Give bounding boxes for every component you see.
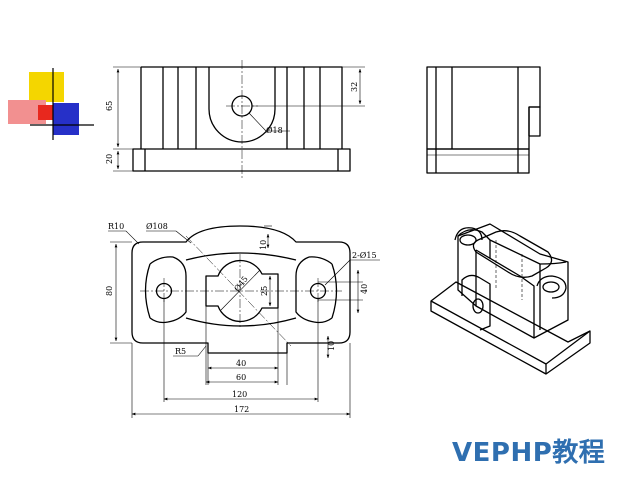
dim-hole-diameter: Ø18 <box>266 126 283 135</box>
dim-arc-diameter: Ø108 <box>146 222 168 231</box>
top-view: R10 Ø108 Ø45 2-Ø15 10 25 40 80 R5 10 40 <box>105 222 380 418</box>
dim-fillet: R5 <box>175 347 186 356</box>
dim-slot-length: 60 <box>236 373 246 382</box>
front-view: 65 20 32 Ø18 <box>105 60 365 178</box>
dim-slot-width: 25 <box>260 286 269 296</box>
side-view <box>426 66 541 174</box>
dim-height-upper: 65 <box>105 101 114 111</box>
dim-top-notch: 10 <box>259 240 268 250</box>
dim-notch-width: 40 <box>236 359 246 368</box>
dim-two-holes: 2-Ø15 <box>352 251 377 260</box>
dim-hole-spacing: 40 <box>360 284 369 294</box>
dim-height-base: 20 <box>105 154 114 164</box>
slide-logo <box>8 68 94 140</box>
dim-corner-radius: R10 <box>108 222 124 231</box>
dim-bottom-notch: 10 <box>327 341 336 351</box>
dim-overall-length: 172 <box>234 405 249 414</box>
watermark: VEPHP教程 <box>452 438 606 468</box>
dim-hole-center: 32 <box>350 82 359 92</box>
dim-overall-height: 80 <box>105 286 114 296</box>
isometric-view <box>430 223 591 375</box>
dim-hole-pitch: 120 <box>232 390 247 399</box>
dim-bore-diameter: Ø45 <box>232 274 249 293</box>
